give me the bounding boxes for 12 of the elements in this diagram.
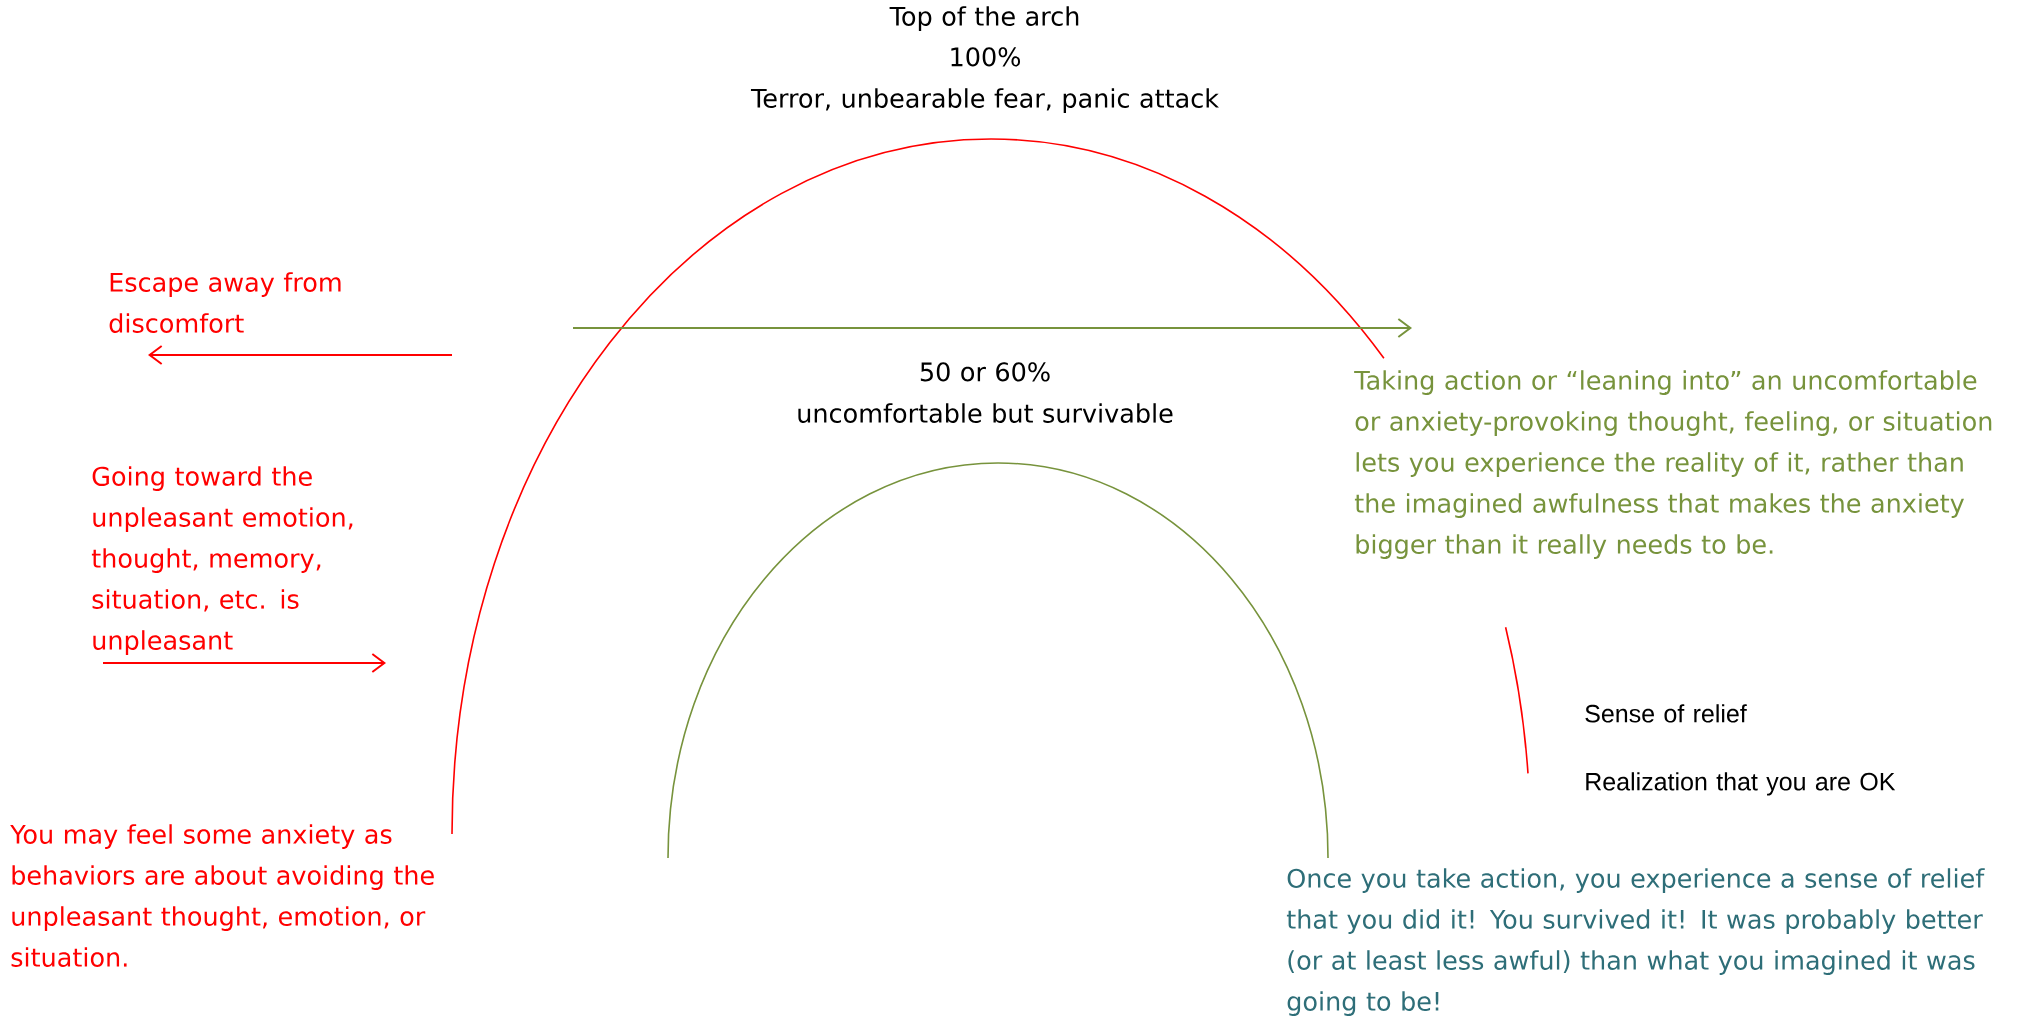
note-text: Going toward the unpleasant emotion, thought, memory, situation, etc. is unpleasant (91, 466, 353, 655)
heading-text: Top of the arch (889, 6, 1079, 31)
level-text: 50 or 60% (920, 362, 1050, 382)
heading-text: Terror, unbearable fear, panic attack (750, 88, 1219, 113)
note-text: Once you take action, you experience a sense of relief that you did it! You survived it! It was probably better (or at least less awful) than what you imagined it was going to be! (1286, 868, 1985, 1016)
note-text: Realization that you are OK (1586, 772, 1896, 796)
note-text: Sense of relief (1585, 704, 1747, 723)
note-text: Taking action or “leaning into” an uncomfortable or anxiety-provoking thought, feeling, or situation lets you experience the reality of it, rather than the imagined awfulness that makes the anxiety bigger than it really needs to be. (1354, 370, 1992, 559)
heading-text: 100% (951, 47, 1021, 67)
note-text: Escape away from discomfort (109, 272, 341, 333)
note-text: You may feel some anxiety as behaviors are about avoiding the unpleasant thought, emotion, or situation. (10, 824, 434, 967)
level-text: uncomfortable but survivable (798, 403, 1173, 423)
